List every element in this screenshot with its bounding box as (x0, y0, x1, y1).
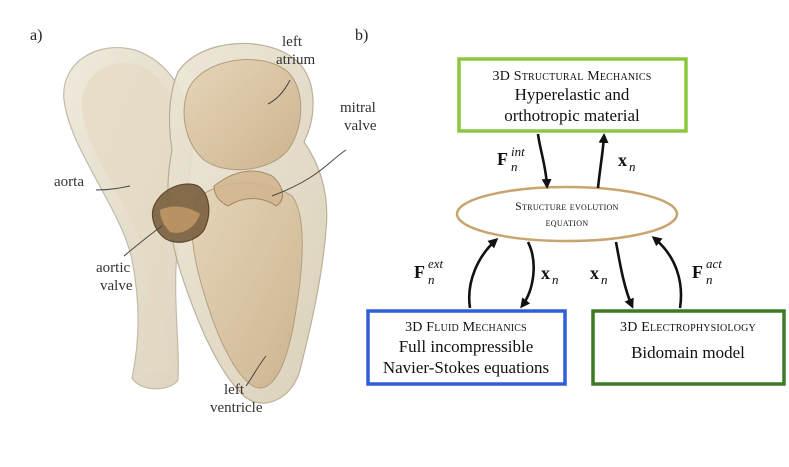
f-ext-sup: ext (428, 256, 444, 271)
f-int-sub: n (511, 159, 518, 174)
label-mitral-valve-2: valve (344, 118, 377, 134)
panel-a-heart-illustration: a) left atrium mitral valve aorta aort (30, 27, 377, 416)
leader-aorta (95, 185, 131, 191)
leader-left-atrium (267, 79, 291, 105)
label-x-top: x n (618, 150, 636, 174)
label-left-ventricle-1: left (224, 382, 245, 398)
arrow-structural-to-ellipse (536, 133, 552, 189)
label-aortic-valve-2: valve (100, 278, 133, 294)
arrow-fluid-to-ellipse (467, 238, 499, 309)
label-x-fluid: x n (541, 263, 559, 287)
x-top-sub: n (629, 159, 636, 174)
label-left-atrium-2: atrium (276, 52, 315, 68)
ellipse-line-1: Structure evolution (515, 201, 618, 213)
structural-mechanics-box (457, 57, 688, 133)
electro-box-line-1: Bidomain model (631, 343, 745, 362)
x-fluid-sub: n (552, 272, 559, 287)
arrow-ellipse-to-structural (596, 133, 609, 189)
label-mitral-valve-1: mitral (340, 100, 376, 116)
electrophysiology-box (591, 309, 786, 386)
fluid-mechanics-box (366, 309, 567, 386)
coupling-arrows (467, 133, 683, 309)
f-int-sup: int (511, 144, 525, 159)
label-aortic-valve-1: aortic (96, 260, 130, 276)
f-ext-sub: n (428, 272, 435, 287)
leader-mitral-valve (271, 149, 347, 197)
arrow-ellipse-to-electro (614, 241, 634, 309)
f-ext-symbol: F (414, 262, 425, 282)
label-f-ext: F ext n (414, 256, 444, 287)
panel-b-coupling-diagram: b) 3D Structural Mechanics Hyperelastic … (355, 27, 786, 386)
structural-box-line-1: Hyperelastic and (515, 85, 630, 104)
mitral-valve-leaflets (213, 170, 283, 207)
arrow-electro-to-ellipse (651, 236, 683, 309)
fluid-box-line-1: Full incompressible (399, 337, 534, 356)
x-fluid-symbol: x (541, 263, 550, 283)
label-left-ventricle-2: ventricle (210, 400, 263, 416)
label-x-electro: x n (590, 263, 608, 287)
fluid-box-title: 3D Fluid Mechanics (405, 320, 527, 335)
leader-aortic-valve (123, 225, 163, 257)
leader-left-ventricle (245, 355, 267, 387)
aortic-valve-inner (160, 206, 200, 233)
label-aorta: aorta (54, 174, 84, 190)
panel-b-label: b) (355, 27, 368, 44)
left-atrium-chamber (183, 59, 302, 171)
electro-box-title: 3D Electrophysiology (620, 320, 756, 335)
fluid-box-line-2: Navier-Stokes equations (383, 358, 549, 377)
label-f-int: F int n (497, 144, 525, 174)
f-act-sup: act (706, 256, 722, 271)
x-electro-sub: n (601, 272, 608, 287)
f-act-symbol: F (692, 262, 703, 282)
structure-evolution-ellipse (455, 185, 679, 243)
panel-a-label: a) (30, 27, 42, 44)
x-electro-symbol: x (590, 263, 599, 283)
label-f-act: F act n (692, 256, 722, 287)
aorta-lumen (81, 62, 179, 373)
svg-text:F: F (497, 149, 508, 169)
arrow-ellipse-to-fluid (520, 241, 535, 309)
x-top-symbol: x (618, 150, 627, 170)
structural-box-line-2: orthotropic material (504, 106, 640, 125)
ellipse-line-2: equation (546, 217, 589, 229)
label-left-atrium-1: left (282, 34, 303, 50)
structural-box-title: 3D Structural Mechanics (493, 69, 652, 84)
f-act-sub: n (706, 272, 713, 287)
annotation-leaders (95, 79, 347, 387)
f-int-symbol: F (497, 149, 508, 169)
